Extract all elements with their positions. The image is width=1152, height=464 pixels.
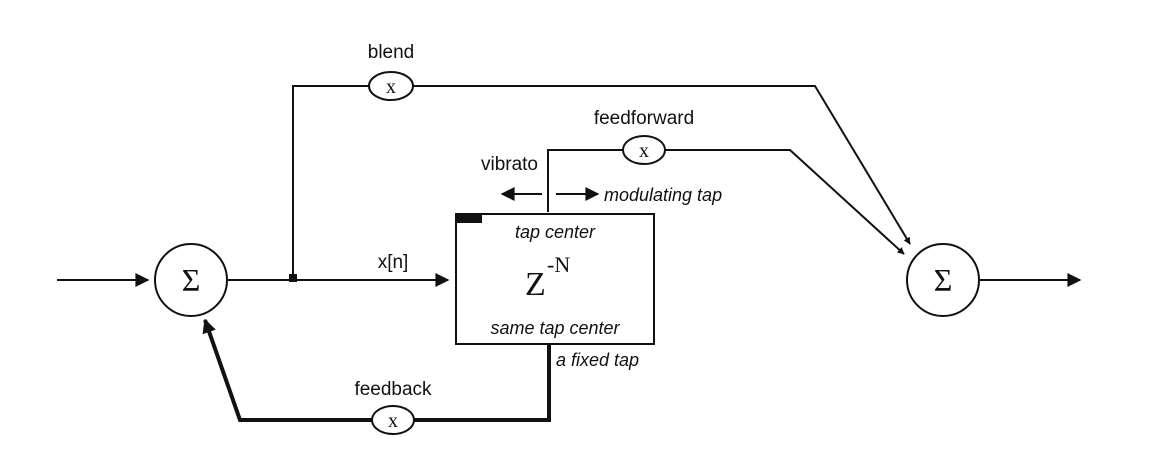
feedforward-multiplier-symbol: x — [639, 140, 649, 162]
blend-wire — [413, 85, 911, 245]
blend-branch-wire — [292, 85, 369, 276]
delay-symbol: Z — [525, 266, 546, 303]
xn-label: x[n] — [378, 252, 409, 273]
blend-multiplier-symbol: x — [386, 76, 396, 98]
feedback-wire-right — [414, 344, 551, 422]
delay-exponent: -N — [547, 252, 570, 277]
delay-line-box — [455, 213, 655, 345]
output-summer-sigma: Σ — [934, 262, 953, 298]
input-summer-sigma: Σ — [182, 262, 201, 298]
feedback-wire-left — [202, 318, 372, 422]
feedforward-label: feedforward — [594, 108, 694, 129]
branch-node — [289, 274, 297, 282]
blend-label: blend — [368, 42, 415, 63]
feedforward-tap-wire — [547, 149, 623, 212]
tap-center-label: tap center — [515, 222, 596, 242]
modulating-tap-label: modulating tap — [604, 185, 722, 205]
feedback-multiplier-symbol: x — [388, 410, 398, 432]
vibrato-label: vibrato — [481, 154, 538, 175]
fixed-tap-label: a fixed tap — [556, 350, 639, 370]
feedback-label: feedback — [354, 379, 432, 400]
feedforward-wire — [665, 149, 905, 255]
same-tap-center-label: same tap center — [490, 318, 620, 338]
delay-line-marker — [456, 214, 482, 223]
